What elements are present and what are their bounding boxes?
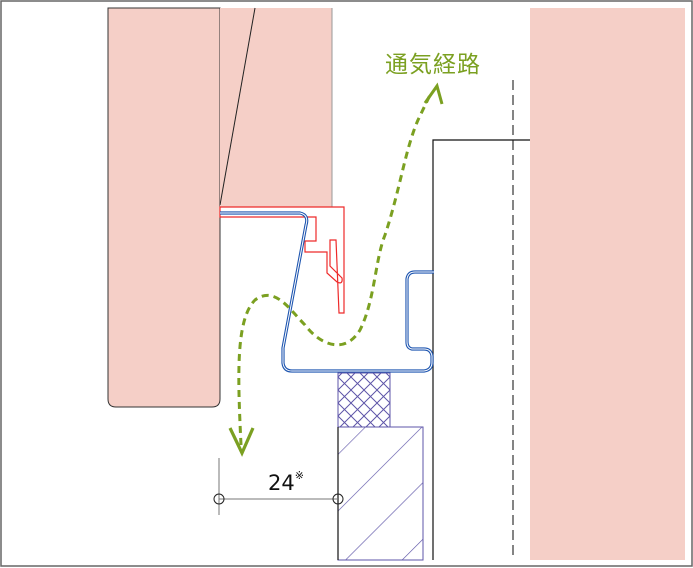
upper-wall-panel [220,8,332,208]
frame-line [432,139,530,560]
dimension-value: 24 [268,471,295,495]
crosshatch-block [337,372,391,428]
airflow-arrow-down-icon [228,427,255,457]
hatched-block [337,426,424,561]
red-flashing [219,206,345,314]
airflow-arrow-up-icon [423,82,444,105]
airflow-path [237,94,432,446]
right-wall [530,8,685,560]
left-wall [107,7,221,408]
diagonal-line [219,7,256,206]
airflow-path-label: 通気経路 [385,52,481,78]
dimension-label: 24※ [268,469,304,495]
blue-profile-inner [220,212,434,372]
dimension-note-mark: ※ [294,469,304,482]
